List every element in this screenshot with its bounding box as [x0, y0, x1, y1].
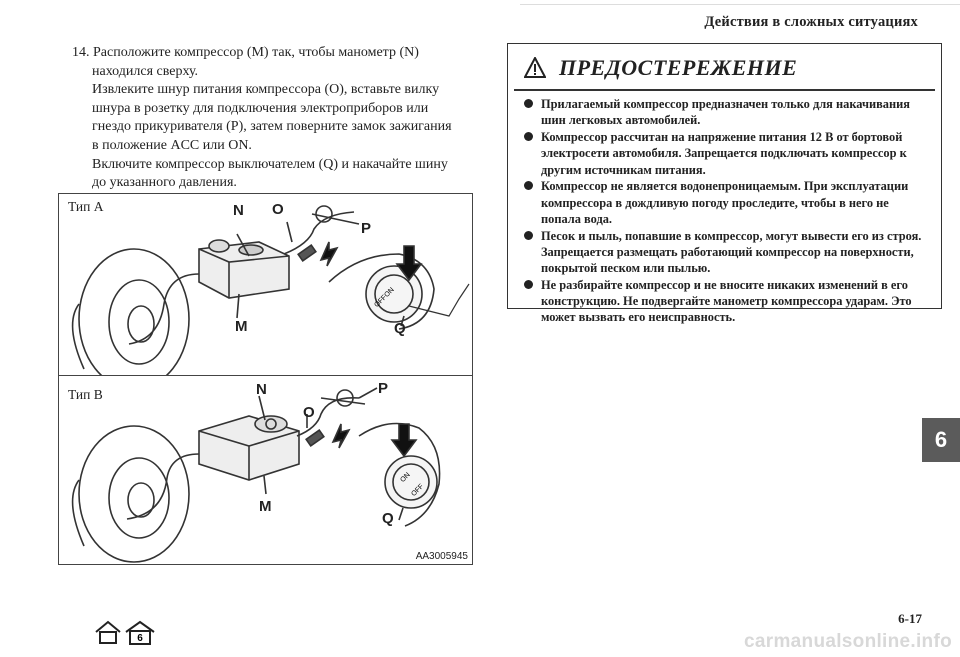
callout-q-b: Q	[382, 510, 394, 527]
type-b-label: Тип B	[68, 387, 103, 402]
step-line-8: до указанного давления.	[92, 175, 237, 191]
callout-p-b: P	[378, 380, 389, 397]
step-line-4: шнура в розетку для подключения электроп…	[92, 100, 429, 116]
type-b-drawing: ON OFF	[71, 387, 441, 563]
section-page-icon[interactable]: 6	[125, 620, 155, 645]
callout-m-a: M	[235, 318, 248, 335]
compressor-illustration: Тип A	[58, 193, 473, 565]
home-icon[interactable]	[95, 620, 121, 644]
nav-page-label: 6	[137, 633, 143, 644]
caution-header: ПРЕДОСТЕРЕЖЕНИЕ	[514, 49, 935, 91]
page-number: 6-17	[898, 611, 922, 626]
step-line-6: в положение ACC или ON.	[92, 137, 252, 153]
step-line-5: гнездо прикуривателя (P), затем повернит…	[92, 119, 452, 135]
callout-n-b: N	[256, 381, 267, 398]
figure-code: AA3005945	[415, 551, 468, 562]
step-line-1: 14. Расположите компрессор (M) так, чтоб…	[72, 45, 419, 60]
step-line-7: Включите компрессор выключателем (Q) и н…	[92, 156, 448, 172]
header-rule	[520, 4, 960, 5]
callout-p-a: P	[361, 220, 372, 237]
caution-list: Прилагаемый компрессор предназначен толь…	[520, 96, 930, 326]
figure-divider	[59, 375, 472, 376]
bullet-icon	[524, 279, 533, 289]
nav-icons: 6	[95, 620, 155, 645]
step-line-3: Извлеките шнур питания компрессора (O), …	[92, 82, 440, 98]
step-number: 14.	[72, 45, 90, 60]
caution-item: Компрессор не является водонепроницаемым…	[520, 178, 930, 227]
type-a-label: Тип A	[68, 199, 104, 214]
bullet-icon	[524, 99, 533, 108]
callout-m-b: M	[259, 498, 272, 515]
caution-item: Прилагаемый компрессор предназначен толь…	[520, 96, 930, 129]
step-line-2: находился сверху.	[92, 63, 199, 79]
caution-item: Не разбирайте компрессор и не вносите ни…	[520, 277, 930, 326]
caution-item: Компрессор рассчитан на напряжение питан…	[520, 129, 930, 178]
callout-o-b: O	[303, 404, 315, 421]
caution-box: ПРЕДОСТЕРЕЖЕНИЕ Прилагаемый компрессор п…	[507, 43, 942, 324]
type-a-drawing: ON OFF	[71, 205, 470, 375]
section-tab[interactable]: 6	[922, 418, 960, 462]
watermark: carmanualsonline.info	[744, 631, 952, 652]
instruction-step-14: 14. Расположите компрессор (M) так, чтоб…	[72, 44, 472, 193]
callout-n-a: N	[233, 202, 244, 219]
bullet-icon	[524, 131, 533, 141]
bullet-icon	[524, 181, 533, 191]
callout-o-a: O	[272, 201, 284, 218]
caution-title: ПРЕДОСТЕРЕЖЕНИЕ	[559, 55, 798, 80]
section-header-title: Действия в сложных ситуациях	[704, 14, 918, 30]
callout-q-a: Q	[394, 320, 406, 337]
caution-item: Песок и пыль, попавшие в компрессор, мог…	[520, 228, 930, 277]
warning-triangle-icon	[524, 57, 546, 78]
bullet-icon	[524, 230, 533, 240]
